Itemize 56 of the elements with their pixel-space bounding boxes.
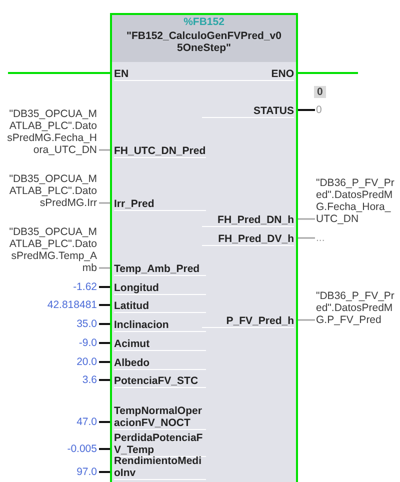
wire <box>297 319 315 321</box>
constant-value: 3.6 <box>7 374 97 386</box>
pin-name: PerdidaPotenciaFV_Temp <box>114 432 206 457</box>
pin-name: ENO <box>202 68 294 81</box>
constant-value: 35.0 <box>7 318 97 330</box>
pin-name: STATUS <box>202 105 294 118</box>
constant-value: 47.0 <box>7 416 97 428</box>
constant-value: -9.0 <box>7 337 97 349</box>
operand-address: "DB35_OPCUA_MATLAB_PLC".DatosPredMG.Temp_Amb <box>7 226 97 274</box>
wire <box>99 267 111 269</box>
wire <box>99 379 111 381</box>
pin-name: Longitud <box>114 282 206 295</box>
wire <box>99 323 111 325</box>
wire <box>8 72 111 74</box>
block-name: "FB152_CalculoGenFVPred_v05OneStep" <box>126 30 282 54</box>
monitor-value: 0 <box>316 104 398 116</box>
wire <box>99 448 111 450</box>
pin-name: FH_Pred_DN_h <box>202 214 294 227</box>
constant-value: 97.0 <box>7 466 97 478</box>
pin-name: TempNormalOperacionFV_NOCT <box>114 405 206 430</box>
constant-value: -1.62 <box>7 281 97 293</box>
operand-address: "DB35_OPCUA_MATLAB_PLC".DatosPredMG.Irr <box>7 173 97 209</box>
instance-label: %FB152 <box>182 16 226 28</box>
pin-name: FH_Pred_DV_h <box>202 233 294 246</box>
wire <box>99 149 111 151</box>
operand-address: "DB36_P_FV_Pred".DatosPredMG.Fecha_Hora_UTC_DN <box>316 177 398 225</box>
constant-value: 20.0 <box>7 356 97 368</box>
constant-value: -0.005 <box>7 443 97 455</box>
operand-address: "DB35_OPCUA_MATLAB_PLC".DatosPredMG.Fecha_Hora_UTC_DN <box>7 108 97 156</box>
pin-name: Latitud <box>114 300 206 313</box>
constant-value: 42.818481 <box>7 299 97 311</box>
wire <box>297 109 315 111</box>
pin-name: Albedo <box>114 357 206 370</box>
pin-name: Temp_Amb_Pred <box>114 263 206 276</box>
pin-name: P_FV_Pred_h <box>202 315 294 328</box>
pin-name: RendimientoMedioInv <box>114 455 206 480</box>
pin-name: PotenciaFV_STC <box>114 375 206 388</box>
wire <box>99 471 111 473</box>
operand-address: "DB36_P_FV_Pred".DatosPredMG.P_FV_Pred <box>316 290 398 326</box>
wire <box>297 218 315 220</box>
wire <box>99 361 111 363</box>
monitor-value: 0 <box>314 86 326 98</box>
wire <box>99 421 111 423</box>
wire <box>297 72 358 74</box>
wire <box>99 202 111 204</box>
pin-name: Acimut <box>114 338 206 351</box>
wire <box>297 237 315 239</box>
pin-name: EN <box>114 68 206 81</box>
wire <box>99 342 111 344</box>
wire <box>99 286 111 288</box>
monitor-value: ... <box>316 232 398 244</box>
function-block <box>110 13 298 482</box>
pin-name: Irr_Pred <box>114 198 206 211</box>
pin-name: Inclinacion <box>114 319 206 332</box>
pin-name: FH_UTC_DN_Pred <box>114 145 206 158</box>
wire <box>99 304 111 306</box>
